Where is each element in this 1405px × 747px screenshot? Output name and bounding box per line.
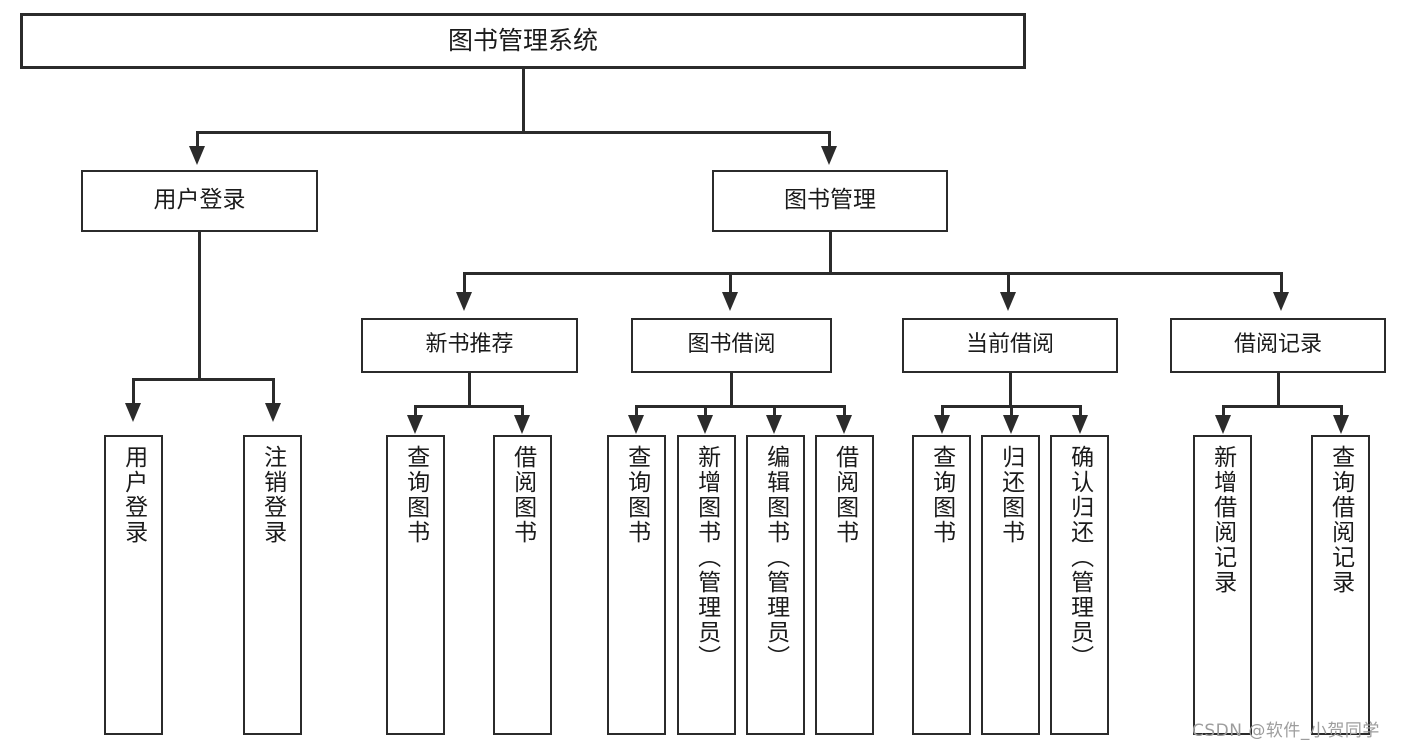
leaf-borrow-book-1-label: 借阅图书 <box>509 445 536 545</box>
node-book-borrow[interactable]: 图书借阅 <box>631 318 832 373</box>
arrow-to-leaf-query-book-2 <box>628 415 644 434</box>
arrow-to-leaf-query-book-3 <box>934 415 950 434</box>
connector-br-drop-2 <box>1340 405 1343 417</box>
leaf-query-borrow-record[interactable]: 查询借阅记录 <box>1311 435 1370 735</box>
leaf-logout-login[interactable]: 注销登录 <box>243 435 302 735</box>
connector-bm-drop-3 <box>1007 272 1010 294</box>
leaf-return-book[interactable]: 归还图书 <box>981 435 1040 735</box>
connector-book-management-stem <box>829 232 832 274</box>
connector-cb-drop-3 <box>1079 405 1082 417</box>
leaf-edit-book-admin[interactable]: 编辑图书（管理员） <box>746 435 805 735</box>
connector-bb-drop-3 <box>773 405 776 417</box>
leaf-logout-login-label: 注销登录 <box>259 445 286 545</box>
arrow-to-leaf-query-book-1 <box>407 415 423 434</box>
arrow-to-leaf-add-book-admin <box>697 415 713 434</box>
leaf-query-borrow-record-label: 查询借阅记录 <box>1327 445 1354 595</box>
watermark-text: CSDN @软件_小贺同学 <box>1192 721 1380 741</box>
leaf-confirm-return-admin[interactable]: 确认归还（管理员） <box>1050 435 1109 735</box>
root-node-label: 图书管理系统 <box>447 26 598 55</box>
leaf-return-book-label: 归还图书 <box>997 445 1024 545</box>
connector-nbr-drop-2 <box>521 405 524 417</box>
connector-bm-drop-4 <box>1280 272 1283 294</box>
node-new-book-recommend[interactable]: 新书推荐 <box>361 318 578 373</box>
arrow-to-leaf-user-login <box>125 403 141 422</box>
leaf-user-login[interactable]: 用户登录 <box>104 435 163 735</box>
leaf-add-book-admin[interactable]: 新增图书（管理员） <box>677 435 736 735</box>
node-user-login[interactable]: 用户登录 <box>81 170 318 232</box>
connector-root-bus <box>196 131 830 134</box>
arrow-to-new-book-recommend <box>456 292 472 311</box>
arrow-to-leaf-query-borrow-record <box>1333 415 1349 434</box>
arrow-to-user-login <box>189 146 205 165</box>
root-node[interactable]: 图书管理系统 <box>20 13 1026 69</box>
connector-bb-drop-1 <box>635 405 638 417</box>
leaf-query-book-2[interactable]: 查询图书 <box>607 435 666 735</box>
node-book-borrow-label: 图书借阅 <box>687 332 776 358</box>
node-current-borrow[interactable]: 当前借阅 <box>902 318 1118 373</box>
connector-root-drop-left <box>196 131 199 148</box>
arrow-to-leaf-return-book <box>1003 415 1019 434</box>
arrow-to-leaf-borrow-book-1 <box>514 415 530 434</box>
leaf-borrow-book-2[interactable]: 借阅图书 <box>815 435 874 735</box>
connector-user-login-drop-1 <box>132 378 135 405</box>
arrow-to-leaf-borrow-book-2 <box>836 415 852 434</box>
leaf-borrow-book-2-label: 借阅图书 <box>831 445 858 545</box>
connector-cb-drop-1 <box>941 405 944 417</box>
leaf-query-book-3-label: 查询图书 <box>928 445 955 545</box>
node-borrow-record[interactable]: 借阅记录 <box>1170 318 1386 373</box>
arrow-to-current-borrow <box>1000 292 1016 311</box>
arrow-to-leaf-confirm-return-admin <box>1072 415 1088 434</box>
connector-bb-drop-4 <box>843 405 846 417</box>
node-user-login-label: 用户登录 <box>153 187 246 214</box>
connector-bm-drop-2 <box>729 272 732 294</box>
connector-book-management-bus <box>463 272 1282 275</box>
connector-nbr-stem <box>468 373 471 407</box>
arrow-to-leaf-logout-login <box>265 403 281 422</box>
leaf-query-book-1-label: 查询图书 <box>402 445 429 545</box>
connector-cb-stem <box>1009 373 1012 407</box>
connector-user-login-drop-2 <box>272 378 275 405</box>
connector-br-stem <box>1277 373 1280 407</box>
leaf-query-book-3[interactable]: 查询图书 <box>912 435 971 735</box>
arrow-to-leaf-edit-book-admin <box>766 415 782 434</box>
connector-bm-drop-1 <box>463 272 466 294</box>
leaf-confirm-return-admin-label: 确认归还（管理员） <box>1066 445 1093 670</box>
connector-bb-drop-2 <box>704 405 707 417</box>
leaf-borrow-book-1[interactable]: 借阅图书 <box>493 435 552 735</box>
arrow-to-book-management <box>821 146 837 165</box>
connector-user-login-stem <box>198 232 201 380</box>
connector-user-login-bus <box>132 378 274 381</box>
connector-nbr-bus <box>414 405 524 408</box>
node-current-borrow-label: 当前借阅 <box>965 332 1054 358</box>
leaf-query-book-1[interactable]: 查询图书 <box>386 435 445 735</box>
arrow-to-book-borrow <box>722 292 738 311</box>
leaf-add-borrow-record[interactable]: 新增借阅记录 <box>1193 435 1252 735</box>
node-book-management-label: 图书管理 <box>784 187 876 214</box>
leaf-add-borrow-record-label: 新增借阅记录 <box>1209 445 1236 595</box>
connector-cb-drop-2 <box>1010 405 1013 417</box>
connector-nbr-drop-1 <box>414 405 417 417</box>
node-book-management[interactable]: 图书管理 <box>712 170 948 232</box>
node-new-book-recommend-label: 新书推荐 <box>425 332 514 358</box>
connector-bb-stem <box>730 373 733 407</box>
connector-root-stem <box>522 69 525 133</box>
connector-root-drop-right <box>828 131 831 148</box>
leaf-edit-book-admin-label: 编辑图书（管理员） <box>762 445 789 670</box>
connector-bb-bus <box>635 405 845 408</box>
node-borrow-record-label: 借阅记录 <box>1233 332 1322 358</box>
leaf-add-book-admin-label: 新增图书（管理员） <box>693 445 720 670</box>
connector-br-drop-1 <box>1222 405 1225 417</box>
connector-br-bus <box>1222 405 1342 408</box>
arrow-to-borrow-record <box>1273 292 1289 311</box>
leaf-query-book-2-label: 查询图书 <box>623 445 650 545</box>
leaf-user-login-label: 用户登录 <box>120 445 147 545</box>
arrow-to-leaf-add-borrow-record <box>1215 415 1231 434</box>
